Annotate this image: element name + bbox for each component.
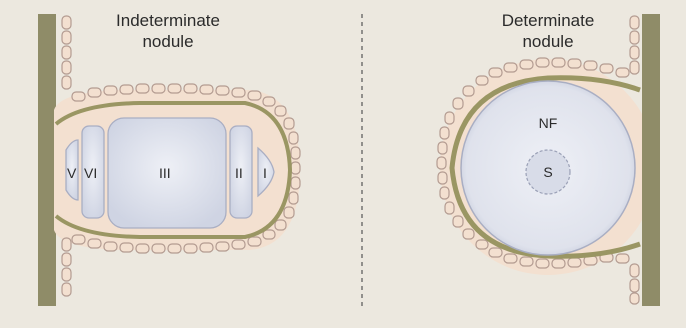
zone-label-ii: II xyxy=(235,165,243,181)
root-wall-left xyxy=(38,14,56,306)
indeterminate-panel: V VI III II I Indeterminate nodule xyxy=(38,11,300,306)
zone-label-iii: III xyxy=(159,165,171,181)
determinate-title-line2: nodule xyxy=(522,32,573,51)
determinate-title-line1: Determinate xyxy=(502,11,595,30)
root-wall-right xyxy=(642,14,660,306)
nf-label: NF xyxy=(539,115,558,131)
zone-label-vi: VI xyxy=(84,165,97,181)
s-label: S xyxy=(543,164,552,180)
indeterminate-title-line2: nodule xyxy=(142,32,193,51)
determinate-panel: NF S Determinate nodule xyxy=(437,11,660,306)
indeterminate-title-line1: Indeterminate xyxy=(116,11,220,30)
zone-label-v: V xyxy=(67,165,77,181)
zone-label-i: I xyxy=(263,165,267,181)
